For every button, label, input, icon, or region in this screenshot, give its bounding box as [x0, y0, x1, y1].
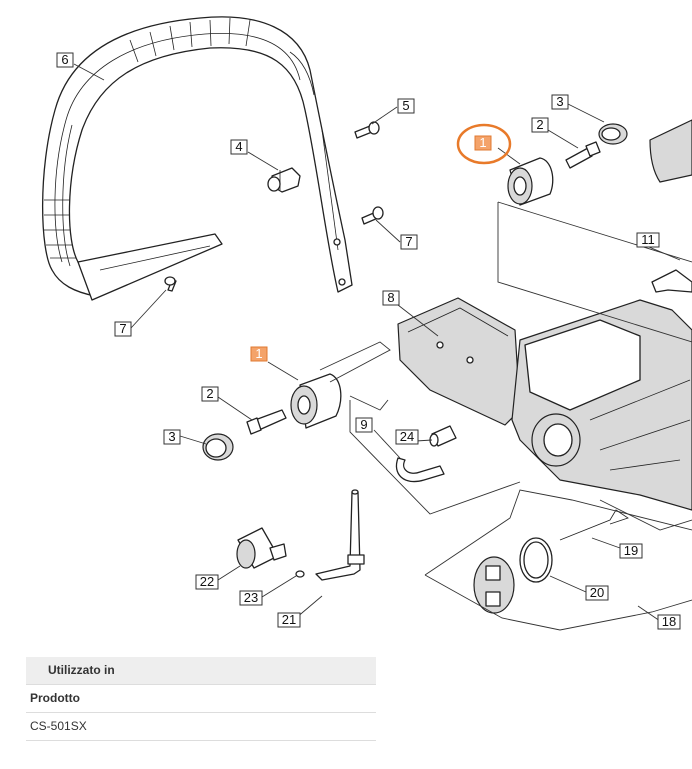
svg-text:6: 6: [61, 52, 68, 67]
spring-clip-19[interactable]: [559, 509, 629, 541]
svg-text:18: 18: [662, 614, 676, 629]
cap-o-ring[interactable]: [519, 537, 553, 583]
highlight-circle: [456, 123, 512, 165]
leader-lines: [73, 63, 681, 622]
usage-header: Utilizzato in: [26, 657, 376, 685]
svg-text:9: 9: [360, 417, 367, 432]
screw-top[interactable]: [565, 141, 601, 169]
bracket-8[interactable]: [397, 297, 521, 426]
screw-7a[interactable]: [361, 206, 384, 225]
callout-21[interactable]: 21: [277, 612, 301, 628]
callout-2-top[interactable]: 2: [531, 117, 549, 133]
svg-text:24: 24: [400, 429, 414, 444]
screw-7b[interactable]: [164, 276, 177, 292]
tank-cap[interactable]: [473, 556, 515, 614]
callout-11[interactable]: 11: [636, 232, 660, 248]
callout-3-mid[interactable]: 3: [163, 429, 181, 445]
usage-table: Utilizzato in Prodotto CS-501SX: [26, 657, 376, 741]
svg-text:20: 20: [590, 585, 604, 600]
rubber-grommet-top[interactable]: [507, 157, 554, 206]
svg-text:2: 2: [206, 386, 213, 401]
crankcase[interactable]: [511, 299, 692, 511]
callout-24[interactable]: 24: [395, 429, 419, 445]
assembly-outlines: [319, 201, 692, 631]
callout-5[interactable]: 5: [397, 98, 415, 114]
svg-text:8: 8: [387, 290, 394, 305]
fuel-filter-22[interactable]: [236, 527, 287, 569]
svg-text:11: 11: [641, 232, 655, 247]
cover-partial: [649, 119, 692, 183]
svg-text:22: 22: [200, 574, 214, 589]
callout-22[interactable]: 22: [195, 574, 219, 590]
svg-text:1: 1: [479, 135, 486, 150]
svg-text:5: 5: [402, 98, 409, 113]
callout-23[interactable]: 23: [239, 590, 263, 606]
callout-19[interactable]: 19: [619, 543, 643, 559]
svg-text:23: 23: [244, 590, 258, 605]
rubber-grommet-mid[interactable]: [290, 373, 342, 429]
callout-7b[interactable]: 7: [114, 321, 132, 337]
callout-9[interactable]: 9: [355, 417, 373, 433]
usage-column-label: Prodotto: [26, 685, 376, 713]
hose-9[interactable]: [395, 457, 445, 483]
svg-text:2: 2: [536, 117, 543, 132]
screw-5[interactable]: [354, 121, 380, 139]
front-handle-bar[interactable]: [42, 16, 353, 301]
svg-text:3: 3: [168, 429, 175, 444]
callout-3-top[interactable]: 3: [551, 94, 569, 110]
callout-6[interactable]: 6: [56, 52, 74, 68]
callout-20[interactable]: 20: [585, 585, 609, 601]
callout-1-mid[interactable]: 1: [250, 346, 268, 362]
exploded-parts-diagram: 6 4 5 7 7 1 2 3 11 8 1 2: [42, 16, 692, 631]
svg-text:21: 21: [282, 612, 296, 627]
usage-product-row[interactable]: CS-501SX: [26, 713, 376, 741]
callout-4[interactable]: 4: [230, 139, 248, 155]
o-ring-23[interactable]: [295, 570, 305, 578]
plug-mid[interactable]: [202, 433, 234, 461]
callout-7a[interactable]: 7: [400, 234, 418, 250]
plug-top[interactable]: [598, 123, 628, 145]
callout-18[interactable]: 18: [657, 614, 681, 630]
callout-1-top[interactable]: 1: [474, 135, 492, 151]
screw-mid[interactable]: [246, 409, 287, 435]
svg-text:1: 1: [255, 346, 262, 361]
stud-bolt-4[interactable]: [267, 167, 301, 193]
svg-text:3: 3: [556, 94, 563, 109]
callout-8[interactable]: 8: [382, 290, 400, 306]
pipe-21[interactable]: [315, 489, 365, 581]
clip-11[interactable]: [651, 269, 692, 293]
svg-text:19: 19: [624, 543, 638, 558]
svg-text:7: 7: [405, 234, 412, 249]
svg-text:4: 4: [235, 139, 242, 154]
pin-24[interactable]: [429, 425, 457, 447]
callout-2-mid[interactable]: 2: [201, 386, 219, 402]
svg-text:7: 7: [119, 321, 126, 336]
